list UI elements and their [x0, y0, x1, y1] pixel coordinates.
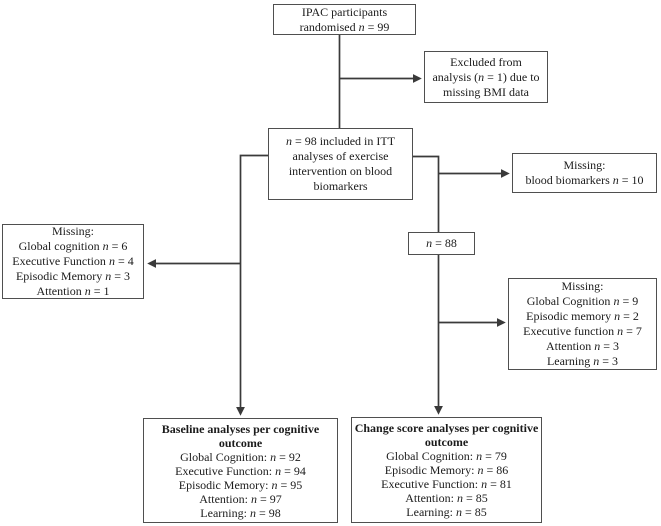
box-line: Attention: n = 97	[199, 491, 282, 506]
box-baseline-analyses: Baseline analyses per cognitive outcome …	[143, 418, 338, 523]
box-change-score-analyses: Change score analyses per cognitive outc…	[351, 417, 542, 523]
box-line: analyses of exercise	[292, 149, 389, 163]
box-line: blood biomarkers n = 10	[525, 173, 644, 187]
change-box-title: Change score analyses per cognitive outc…	[354, 421, 539, 449]
box-line: Attention n = 1	[36, 284, 110, 298]
box-line: Global cognition n = 6	[18, 239, 128, 253]
box-line: Executive Function: n = 94	[175, 463, 306, 478]
box-line: Episodic Memory: n = 86	[384, 463, 509, 477]
box-line: Attention n = 3	[545, 339, 620, 353]
box-line: Missing:	[51, 224, 94, 238]
box-line: Episodic Memory n = 3	[15, 269, 131, 283]
box-line: Executive Function n = 4	[12, 254, 134, 268]
box-line: Learning: n = 98	[200, 505, 281, 520]
box-line: Learning n = 3	[546, 354, 619, 368]
box-missing-blood-biomarkers: Missing:blood biomarkers n = 10	[512, 153, 657, 193]
box-line: analysis (n = 1) due to	[432, 69, 540, 84]
box-line: Attention: n = 85	[405, 491, 488, 505]
box-line: Missing:	[561, 279, 604, 293]
connector-itt-to-change	[411, 155, 443, 415]
box-line: missing BMI data	[443, 84, 529, 99]
box-line: intervention on blood	[288, 164, 393, 178]
box-line: Episodic memory n = 2	[526, 309, 639, 323]
box-line: Global Cognition: n = 92	[180, 449, 301, 464]
box-line: Global Cognition: n = 79	[386, 449, 507, 463]
box-line: Missing:	[563, 158, 606, 172]
box-line: randomised n = 99	[299, 19, 390, 34]
box-line: Executive Function: n = 81	[381, 477, 512, 491]
box-line: n = 98 included in ITT	[285, 134, 396, 148]
box-line: n = 88	[426, 236, 457, 250]
box-line: IPAC participants	[301, 4, 388, 19]
box-line: Global Cognition n = 9	[526, 294, 639, 308]
connector-itt-to-baseline	[236, 154, 269, 416]
box-line: Learning: n = 85	[406, 505, 487, 519]
box-line: Executive function n = 7	[523, 324, 642, 338]
box-n88: n = 88	[408, 232, 475, 255]
box-line: Excluded from	[450, 54, 522, 69]
baseline-box-title: Baseline analyses per cognitive outcome	[161, 421, 320, 450]
box-line: Episodic Memory: n = 95	[178, 477, 303, 492]
box-line: biomarkers	[313, 179, 368, 193]
